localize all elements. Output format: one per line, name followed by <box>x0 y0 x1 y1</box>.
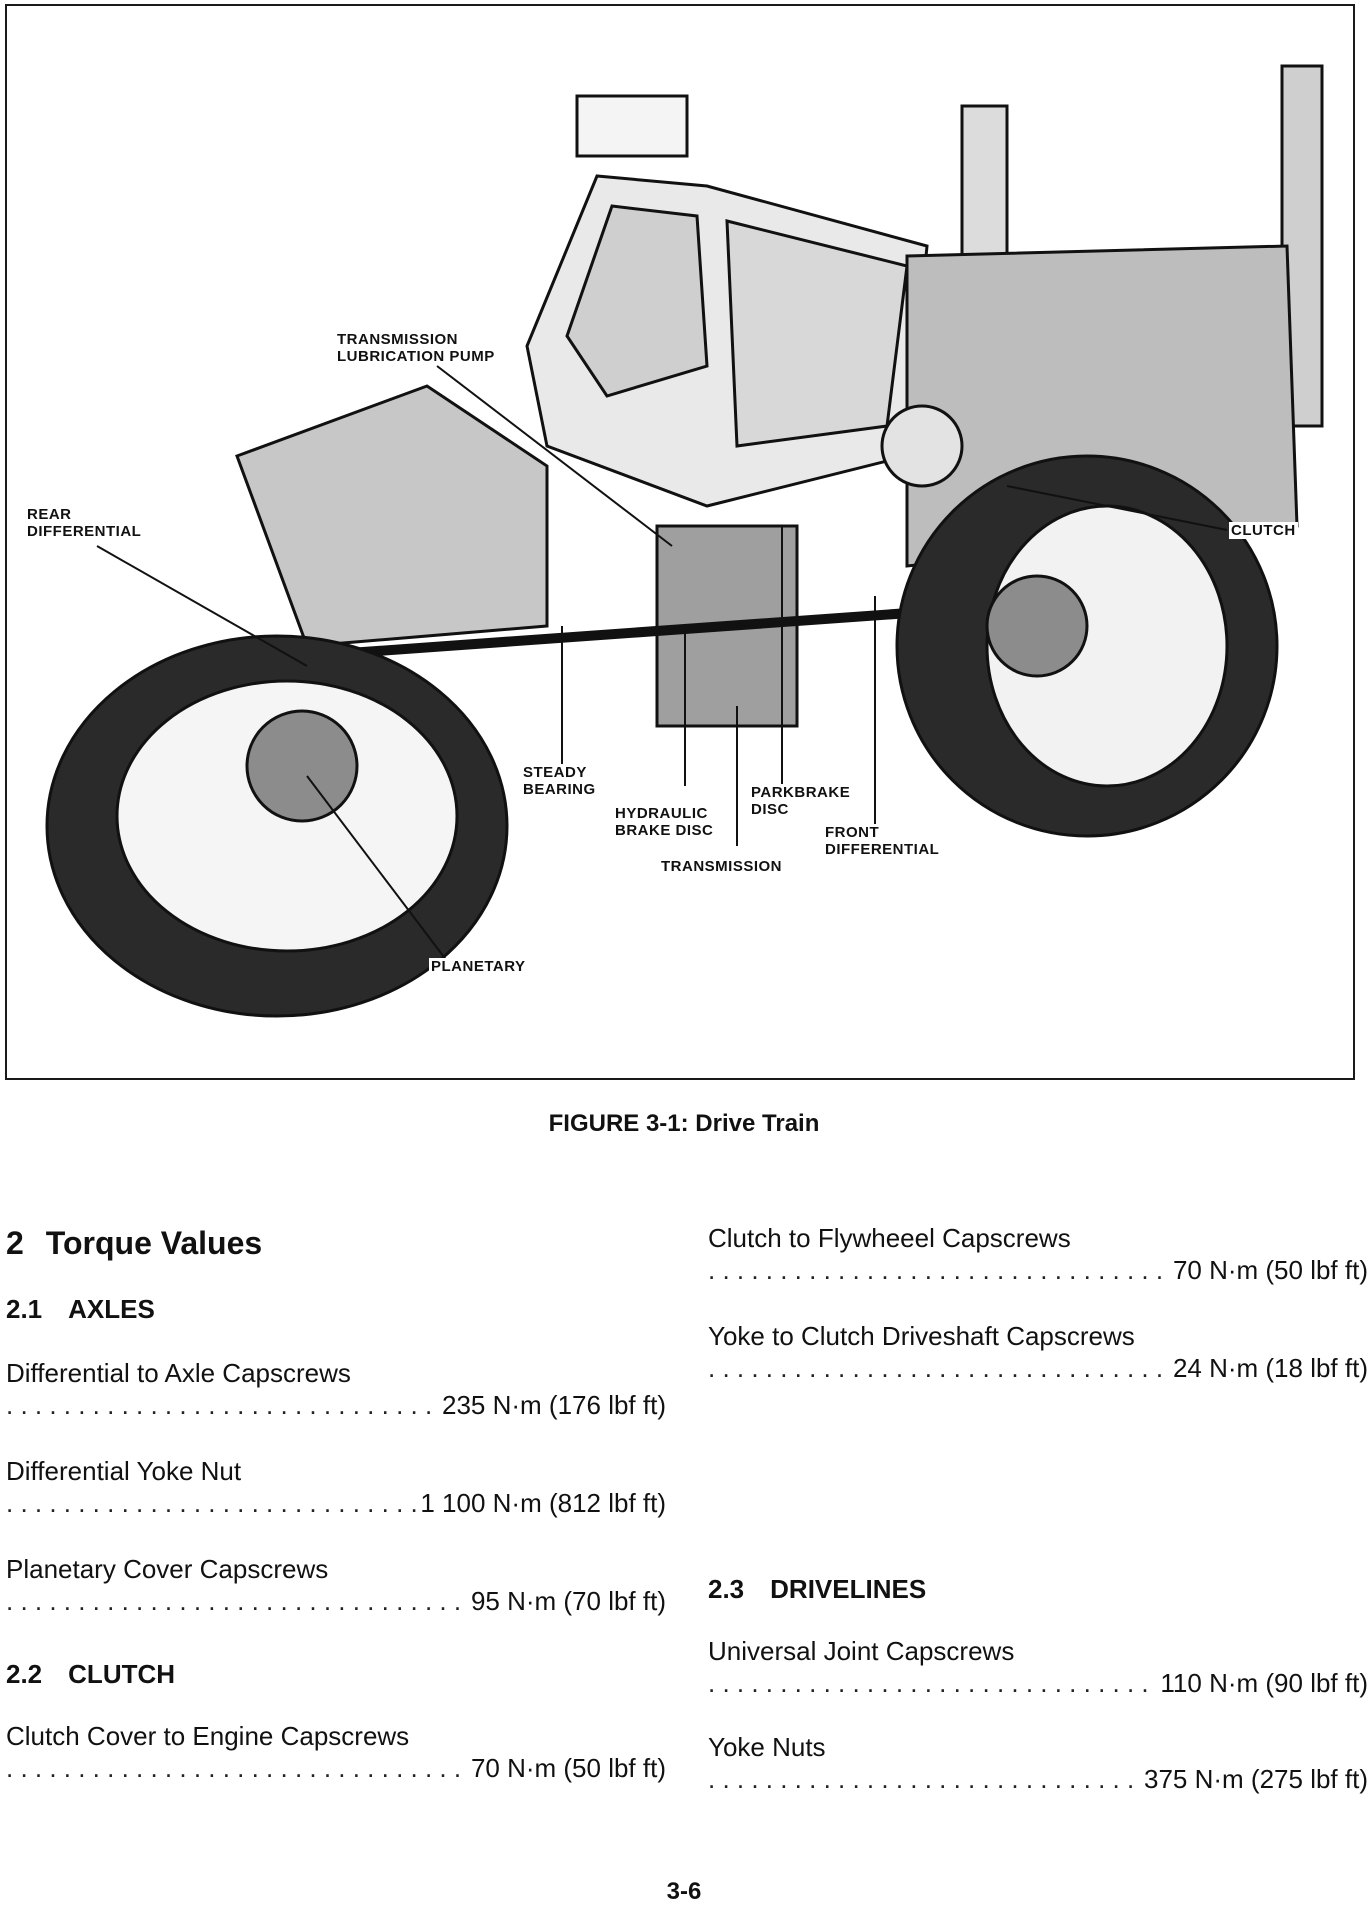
entry-value-line: 95 N·m (70 lbf ft) <box>6 1585 666 1617</box>
entry-value: 375 N·m (275 lbf ft) <box>1144 1764 1368 1794</box>
subsection-number: 2.3 <box>708 1574 745 1604</box>
callout-front-differential: FRONT DIFFERENTIAL <box>823 824 942 858</box>
section-number: 2 <box>6 1225 24 1261</box>
subsection-number: 2.1 <box>6 1294 43 1324</box>
callout-rear-differential: REAR DIFFERENTIAL <box>25 506 144 540</box>
torque-entry: Yoke to Clutch Driveshaft Capscrews 24 N… <box>708 1320 1368 1384</box>
planetary-hub <box>245 709 359 823</box>
callout-planetary: PLANETARY <box>429 958 528 975</box>
page-number: 3-6 <box>666 1878 702 1905</box>
torque-entry: Clutch Cover to Engine Capscrews 70 N·m … <box>6 1720 666 1784</box>
entry-value-line: 70 N·m (50 lbf ft) <box>708 1254 1368 1286</box>
subsection-title: CLUTCH <box>68 1659 176 1689</box>
entry-value-line: 110 N·m (90 lbf ft) <box>708 1667 1368 1699</box>
torque-entry: Differential to Axle Capscrews 235 N·m (… <box>6 1357 666 1421</box>
air-cleaner <box>880 404 964 488</box>
dot-leader <box>6 1389 438 1421</box>
leader-clutch <box>1006 485 1228 531</box>
leader-planetary <box>306 775 448 962</box>
entry-value-line: 235 N·m (176 lbf ft) <box>6 1389 666 1421</box>
left-column: 2 Torque Values 2.1 AXLES Differential to … <box>6 1225 666 1784</box>
callout-transmission: TRANSMISSION <box>659 858 785 875</box>
entry-name: Clutch to Flywheeel Capscrews <box>708 1223 1071 1253</box>
callout-clutch: CLUTCH <box>1229 522 1298 539</box>
entry-value: 110 N·m (90 lbf ft) <box>1160 1668 1368 1698</box>
leader-lubrication-pump <box>436 365 673 547</box>
entry-name: Differential Yoke Nut <box>6 1456 242 1486</box>
entry-name: Universal Joint Capscrews <box>708 1636 1015 1666</box>
dot-leader <box>708 1352 1169 1384</box>
torque-entry: Universal Joint Capscrews 110 N·m (90 lb… <box>708 1635 1368 1699</box>
dot-leader <box>6 1487 416 1519</box>
entry-value-line: 70 N·m (50 lbf ft) <box>6 1752 666 1784</box>
dot-leader <box>708 1763 1140 1795</box>
subsection-heading-drivelines: 2.3 DRIVELINES <box>708 1574 1368 1605</box>
cab-roof <box>575 94 689 158</box>
dot-leader <box>708 1667 1156 1699</box>
callout-transmission-lubrication-pump: TRANSMISSION LUBRICATION PUMP <box>335 331 497 365</box>
torque-entry: Clutch to Flywheeel Capscrews 70 N·m (50… <box>708 1222 1368 1286</box>
entry-name: Yoke Nuts <box>708 1732 826 1762</box>
entry-value: 1 100 N·m (812 lbf ft) <box>420 1488 666 1518</box>
section-title: Torque Values <box>45 1225 263 1261</box>
entry-value: 70 N·m (50 lbf ft) <box>1172 1255 1368 1285</box>
callout-hydraulic-brake-disc: HYDRAULIC BRAKE DISC <box>613 805 716 839</box>
entry-name: Yoke to Clutch Driveshaft Capscrews <box>708 1321 1135 1351</box>
right-column: Clutch to Flywheeel Capscrews 70 N·m (50… <box>708 1222 1368 1795</box>
entry-value: 95 N·m (70 lbf ft) <box>470 1586 666 1616</box>
figure-drive-train: TRANSMISSION LUBRICATION PUMP REAR DIFFE… <box>5 4 1355 1080</box>
dot-leader <box>708 1254 1169 1286</box>
entry-name: Clutch Cover to Engine Capscrews <box>6 1721 410 1751</box>
entry-value-line: 1 100 N·m (812 lbf ft) <box>6 1487 666 1519</box>
entry-value: 235 N·m (176 lbf ft) <box>442 1390 666 1420</box>
torque-entry: Planetary Cover Capscrews 95 N·m (70 lbf… <box>6 1553 666 1617</box>
callout-parkbrake-disc: PARKBRAKE DISC <box>749 784 853 818</box>
entry-value: 24 N·m (18 lbf ft) <box>1172 1353 1368 1383</box>
entry-value-line: 24 N·m (18 lbf ft) <box>708 1352 1368 1384</box>
rear-body <box>235 384 549 648</box>
leader-rear-differential <box>96 545 308 667</box>
driveshaft <box>306 601 1008 661</box>
torque-entry: Yoke Nuts 375 N·m (275 lbf ft) <box>708 1731 1368 1795</box>
entry-value-line: 375 N·m (275 lbf ft) <box>708 1763 1368 1795</box>
subsection-heading-axles: 2.1 AXLES <box>6 1294 666 1325</box>
cab-window <box>565 204 709 398</box>
subsection-heading-clutch: 2.2 CLUTCH <box>6 1659 666 1690</box>
tractor-illustration <box>45 64 1324 1018</box>
torque-entry: Differential Yoke Nut 1 100 N·m (812 lbf… <box>6 1455 666 1519</box>
dot-leader <box>6 1585 467 1617</box>
subsection-title: DRIVELINES <box>770 1574 927 1604</box>
callout-steady-bearing: STEADY BEARING <box>521 764 598 798</box>
entry-value: 70 N·m (50 lbf ft) <box>470 1753 666 1783</box>
entry-name: Differential to Axle Capscrews <box>6 1358 351 1388</box>
subsection-number: 2.2 <box>6 1659 43 1689</box>
entry-name: Planetary Cover Capscrews <box>6 1554 329 1584</box>
subsection-title: AXLES <box>68 1294 155 1324</box>
front-hub <box>985 574 1089 678</box>
figure-caption: FIGURE 3-1: Drive Train <box>548 1110 820 1137</box>
section-heading: 2 Torque Values <box>6 1225 666 1262</box>
dot-leader <box>6 1752 467 1784</box>
